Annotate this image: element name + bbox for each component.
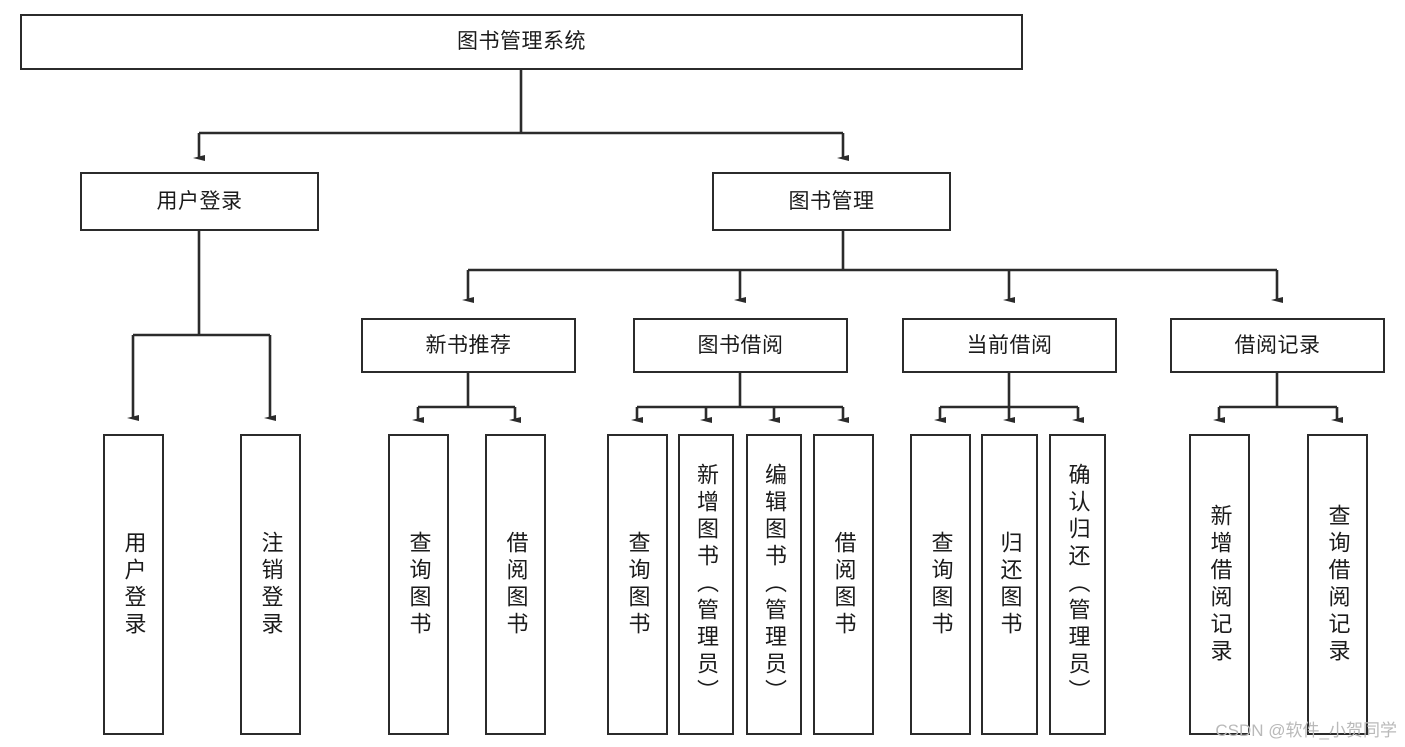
leaf-borrow-book-2-label: 借阅图书 — [831, 530, 857, 639]
edges-newbook-to-leaves — [412, 373, 521, 423]
leaf-confirm-return[interactable]: 确认归还（管理员） — [1049, 434, 1106, 735]
node-user-login[interactable]: 用户登录 — [80, 172, 319, 231]
edges-bookmgmt-to-level3 — [462, 231, 1283, 303]
leaf-return-book[interactable]: 归还图书 — [981, 434, 1038, 735]
leaf-borrow-book-2[interactable]: 借阅图书 — [813, 434, 874, 735]
leaf-query-book-1[interactable]: 查询图书 — [388, 434, 449, 735]
edges-currentborrow-to-leaves — [934, 373, 1084, 423]
leaf-add-record[interactable]: 新增借阅记录 — [1189, 434, 1250, 735]
leaf-query-book-2[interactable]: 查询图书 — [607, 434, 668, 735]
leaf-borrow-book-1[interactable]: 借阅图书 — [485, 434, 546, 735]
node-current-borrow-label: 当前借阅 — [966, 333, 1053, 357]
leaf-confirm-return-label: 确认归还（管理员） — [1065, 463, 1091, 706]
leaf-add-book-label: 新增图书（管理员） — [694, 463, 719, 706]
leaf-user-login-label: 用户登录 — [121, 530, 147, 639]
leaf-query-book-1-label: 查询图书 — [406, 530, 432, 639]
leaf-user-login[interactable]: 用户登录 — [103, 434, 164, 735]
node-root-system[interactable]: 图书管理系统 — [20, 14, 1023, 70]
leaf-query-book-2-label: 查询图书 — [625, 530, 651, 639]
edges-bookborrow-to-leaves — [631, 373, 849, 423]
node-current-borrow[interactable]: 当前借阅 — [902, 318, 1117, 373]
edges-borrowrecord-to-leaves — [1213, 373, 1343, 423]
node-new-book-recommend[interactable]: 新书推荐 — [361, 318, 576, 373]
node-new-book-recommend-label: 新书推荐 — [425, 333, 512, 357]
leaf-add-record-label: 新增借阅记录 — [1207, 503, 1233, 666]
leaf-edit-book-label: 编辑图书（管理员） — [762, 463, 787, 706]
leaf-borrow-book-1-label: 借阅图书 — [503, 530, 529, 639]
leaf-query-book-3[interactable]: 查询图书 — [910, 434, 971, 735]
leaf-edit-book[interactable]: 编辑图书（管理员） — [746, 434, 802, 735]
node-user-login-label: 用户登录 — [156, 189, 243, 213]
leaf-query-book-3-label: 查询图书 — [928, 530, 954, 639]
node-book-management-label: 图书管理 — [788, 189, 875, 213]
node-root-system-label: 图书管理系统 — [457, 30, 586, 54]
node-borrow-record-label: 借阅记录 — [1234, 333, 1321, 357]
edges-root-to-level2 — [193, 70, 849, 161]
edges-userlogin-to-leaves — [127, 231, 276, 421]
leaf-query-record-label: 查询借阅记录 — [1325, 503, 1351, 666]
leaf-logout-login[interactable]: 注销登录 — [240, 434, 301, 735]
leaf-query-record[interactable]: 查询借阅记录 — [1307, 434, 1368, 735]
leaf-return-book-label: 归还图书 — [997, 530, 1023, 639]
node-book-borrow[interactable]: 图书借阅 — [633, 318, 848, 373]
leaf-logout-login-label: 注销登录 — [258, 530, 284, 639]
node-book-borrow-label: 图书借阅 — [697, 333, 784, 357]
leaf-add-book[interactable]: 新增图书（管理员） — [678, 434, 734, 735]
node-book-management[interactable]: 图书管理 — [712, 172, 951, 231]
node-borrow-record[interactable]: 借阅记录 — [1170, 318, 1385, 373]
